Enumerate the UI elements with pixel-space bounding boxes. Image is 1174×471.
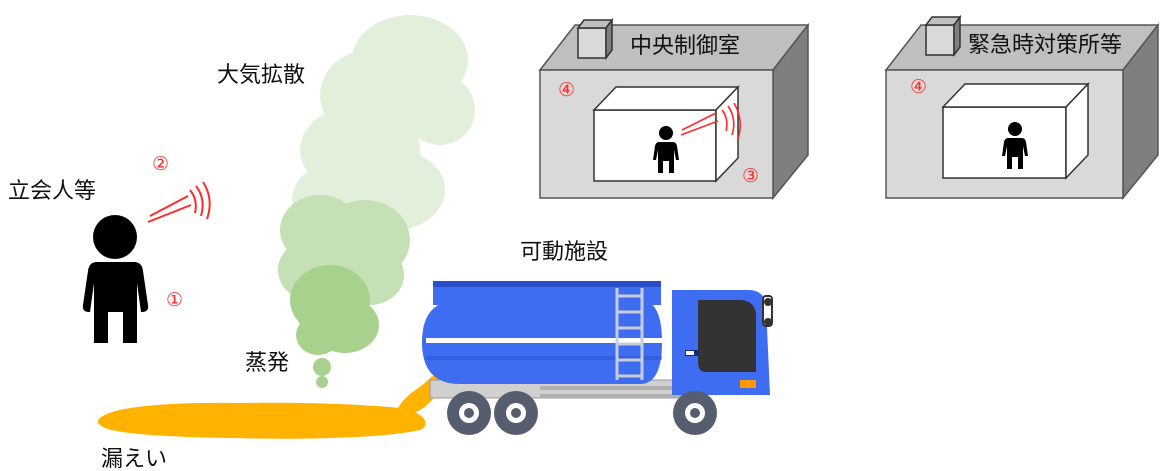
- witness-person-icon: [82, 215, 149, 343]
- control-room-signal-icon: [680, 102, 742, 140]
- marker-1: ①: [166, 289, 183, 311]
- tanker-truck: [422, 281, 773, 435]
- staff-person-icon: [1002, 122, 1028, 169]
- label-central-control-room: 中央制御室: [630, 34, 740, 59]
- truck-wheels: [447, 391, 717, 435]
- vapor-plume: [278, 15, 475, 388]
- liquid-spill: [97, 372, 451, 439]
- marker-4-control-room: ④: [558, 79, 575, 101]
- operator-person-icon: [653, 126, 679, 173]
- label-mobile-equipment: 可動施設: [520, 240, 608, 265]
- tank-ladder: [615, 288, 644, 380]
- label-atmospheric-diffusion: 大気拡散: [217, 63, 305, 88]
- emergency-response-center-building: [884, 14, 1160, 201]
- label-witness: 立会人等: [8, 179, 96, 204]
- marker-2: ②: [152, 153, 169, 175]
- label-leakage: 漏えい: [101, 447, 167, 471]
- label-evaporation: 蒸発: [245, 351, 289, 376]
- central-control-room-building: [538, 17, 810, 201]
- witness-signal-icon: [147, 181, 211, 223]
- label-emergency-response-center: 緊急時対策所等: [968, 33, 1122, 58]
- marker-3: ③: [742, 165, 759, 187]
- marker-4-emergency-center: ④: [910, 76, 927, 98]
